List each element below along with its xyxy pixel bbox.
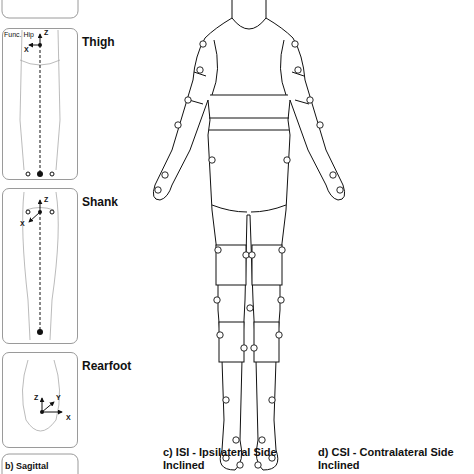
origin — [40, 410, 44, 414]
axis-label: X — [66, 414, 71, 422]
marker — [243, 252, 249, 258]
joint-dot — [37, 171, 43, 177]
axis-label: Func. Hip — [4, 31, 34, 39]
origin — [38, 210, 42, 214]
axis-label: Z — [44, 29, 48, 37]
marker — [295, 67, 301, 73]
marker — [276, 332, 282, 338]
axis-arrow — [29, 212, 40, 222]
marker — [155, 187, 161, 193]
marker — [307, 97, 313, 103]
foot-outline — [22, 360, 59, 431]
origin — [38, 43, 42, 47]
thigh-axis — [40, 45, 41, 174]
marker — [255, 462, 261, 468]
marker — [175, 122, 181, 128]
marker — [247, 305, 253, 311]
panel-title: Shank — [82, 195, 118, 209]
marker — [284, 157, 290, 163]
human-figure — [153, 0, 344, 470]
marker — [251, 345, 257, 351]
marker — [162, 172, 168, 178]
panel-box: Shank — [2, 188, 78, 344]
marker-set — [155, 41, 343, 468]
axis-arrow — [42, 402, 54, 412]
marker — [278, 297, 284, 303]
shank-leg — [23, 192, 59, 340]
marker — [269, 397, 275, 403]
panel-box: Rearfoot — [2, 352, 78, 448]
panel-caption: b) Sagittal — [5, 461, 49, 471]
marker — [279, 247, 285, 253]
marker — [223, 397, 229, 403]
marker — [200, 41, 206, 47]
marker — [237, 462, 243, 468]
axis-arrow — [42, 412, 62, 413]
marker — [26, 172, 30, 176]
marker — [185, 97, 191, 103]
marker — [241, 345, 247, 351]
panel-title: Rearfoot — [82, 359, 131, 373]
panel-caption: c) ISI - Ipsilateral Side Inclined — [163, 446, 303, 471]
marker — [26, 210, 30, 214]
axis-label: Y — [56, 394, 61, 402]
panel-frame — [2, 454, 78, 474]
marker — [197, 67, 203, 73]
marker — [215, 247, 221, 253]
axis-label: Z — [34, 394, 38, 402]
axis-label: X — [20, 220, 25, 228]
marker — [330, 172, 336, 178]
panel-box: Thigh — [2, 28, 78, 180]
joint-dot — [37, 329, 43, 335]
marker — [217, 332, 223, 338]
panel-frame — [2, 0, 78, 18]
marker — [249, 252, 255, 258]
marker — [209, 157, 215, 163]
axis-label: X — [24, 46, 29, 54]
marker — [337, 187, 343, 193]
marker — [233, 437, 239, 443]
panel-caption: d) CSI - Contralateral Side Inclined — [318, 446, 468, 471]
panel-title: Thigh — [82, 35, 115, 49]
marker — [214, 297, 220, 303]
shank-axis — [40, 212, 41, 332]
marker — [292, 41, 298, 47]
marker — [50, 172, 54, 176]
axis-label: Z — [44, 196, 48, 204]
axis-arrow — [42, 398, 43, 412]
marker — [317, 122, 323, 128]
marker — [259, 437, 265, 443]
marker — [50, 210, 54, 214]
